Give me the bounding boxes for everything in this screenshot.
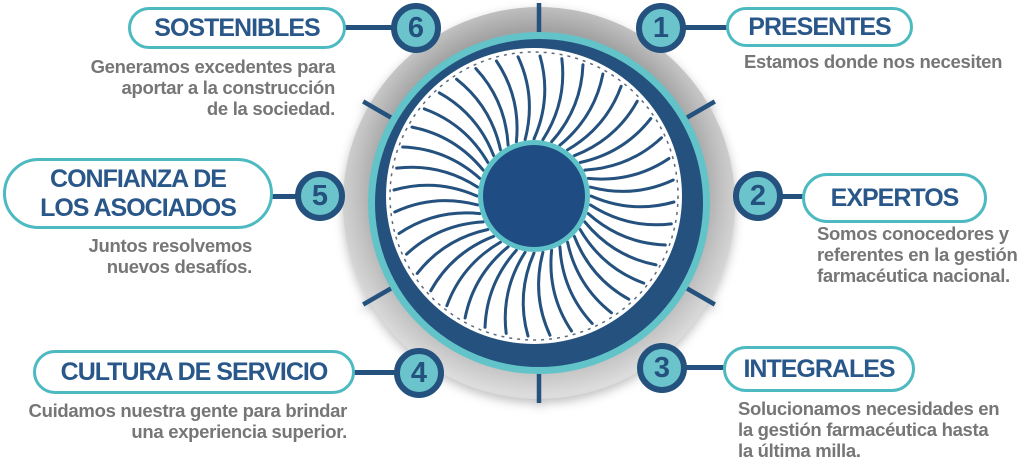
badge-number-4: 4 — [410, 356, 428, 389]
description-cultura-de-servicio: Cuidamos nuestra gente para brindar una … — [28, 400, 348, 442]
title-confianza-asociados: CONFIANZA DE LOS ASOCIADOS — [40, 164, 237, 222]
badge-number-6: 6 — [407, 11, 425, 44]
title-expertos: EXPERTOS — [830, 183, 960, 212]
description-expertos: Somos conocedores y referentes en la ges… — [817, 223, 1018, 286]
number-badge-3: 3 — [637, 343, 687, 393]
connector-line-2 — [778, 194, 806, 199]
dashed-circle — [389, 51, 679, 341]
number-badge-1: 1 — [636, 3, 686, 53]
description-integrales: Solucionamos necesidades en la gestión f… — [738, 398, 1000, 461]
badge-number-2: 2 — [749, 179, 767, 212]
number-badge-6: 6 — [391, 3, 441, 53]
pupil — [483, 145, 585, 247]
number-badge-5: 5 — [295, 171, 345, 221]
description-presentes: Estamos donde nos necesiten — [744, 51, 1003, 72]
teal-ring — [368, 32, 710, 374]
title-pill-sostenibles: SOSTENIBLES — [128, 7, 346, 49]
description-confianza-asociados: Juntos resolvemos nuevos desafíos. — [88, 235, 252, 277]
title-presentes: PRESENTES — [748, 12, 891, 41]
title-pill-cultura-de-servicio: CULTURA DE SERVICIO — [33, 350, 355, 394]
title-pill-confianza-asociados: CONFIANZA DE LOS ASOCIADOS — [3, 158, 273, 229]
number-badge-2: 2 — [733, 171, 783, 221]
number-badge-4: 4 — [394, 348, 444, 398]
badge-number-3: 3 — [653, 351, 671, 384]
title-integrales: INTEGRALES — [743, 354, 895, 383]
title-pill-presentes: PRESENTES — [726, 7, 913, 47]
title-cultura-de-servicio: CULTURA DE SERVICIO — [60, 357, 329, 386]
badge-number-5: 5 — [311, 179, 329, 212]
connector-line-3 — [684, 365, 726, 370]
title-sostenibles: SOSTENIBLES — [154, 13, 320, 42]
connector-line-5 — [270, 194, 300, 199]
connector-line-6 — [344, 25, 394, 30]
title-pill-expertos: EXPERTOS — [802, 173, 987, 223]
connector-line-1 — [684, 25, 730, 30]
iris-wheel-graphic — [343, 3, 735, 403]
description-sostenibles: Generamos excedentes para aportar a la c… — [90, 56, 336, 119]
connector-line-4 — [352, 370, 398, 375]
iris-lines — [392, 54, 676, 338]
title-pill-integrales: INTEGRALES — [723, 346, 915, 392]
badge-number-1: 1 — [652, 11, 670, 44]
